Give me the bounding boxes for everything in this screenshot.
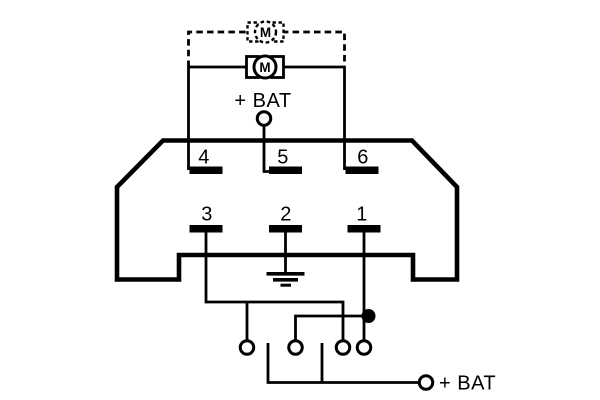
battery-feed-bottom: + BAT [266, 343, 496, 395]
switch-contacts [238, 339, 373, 356]
terminal3-net [204, 232, 345, 341]
battery-terminal-icon [417, 374, 435, 391]
terminal-5-label: 5 [277, 147, 289, 169]
terminal-3-pin [189, 225, 223, 233]
terminal-2-label: 2 [280, 204, 292, 226]
connector-housing [114, 138, 460, 282]
motor-label: M [260, 25, 271, 40]
terminal5-wire [262, 125, 271, 173]
motor-icon [252, 54, 278, 80]
motor-branch: M [187, 54, 346, 170]
battery-rail-wire [266, 343, 419, 384]
motor-label: M [259, 60, 270, 75]
terminal-row-bottom: 3 2 1 [189, 204, 381, 233]
bridge-wire [294, 314, 367, 341]
terminal1-net [294, 232, 376, 341]
terminal-1-label: 1 [356, 204, 368, 226]
contact-terminal-icon [238, 339, 256, 356]
terminal-6-pin [345, 166, 379, 174]
terminal-1-pin [347, 225, 381, 233]
ground-branch [266, 232, 305, 287]
junction-dot-icon [361, 309, 376, 323]
terminal-5-pin [269, 166, 302, 174]
battery-feed-top: + BAT [234, 90, 291, 173]
contact-terminal-icon [287, 339, 304, 356]
terminal-4-pin [189, 166, 223, 174]
terminal-2-pin [269, 225, 302, 233]
terminal-3-label: 3 [201, 204, 213, 226]
motor-icon-dashed [253, 20, 278, 44]
terminal-6-label: 6 [357, 147, 369, 169]
battery-top-label: + BAT [234, 90, 291, 112]
contact-terminal-icon [355, 339, 373, 356]
contact-terminal-icon [334, 339, 352, 356]
terminal-row-top: 4 5 6 [189, 147, 379, 174]
terminal-4-label: 4 [198, 147, 210, 169]
terminal3-wire [204, 232, 345, 341]
alternate-motor-branch: M [187, 20, 346, 67]
battery-bottom-label: + BAT [439, 373, 496, 395]
ground-icon [266, 272, 305, 287]
battery-terminal-icon [255, 110, 273, 127]
